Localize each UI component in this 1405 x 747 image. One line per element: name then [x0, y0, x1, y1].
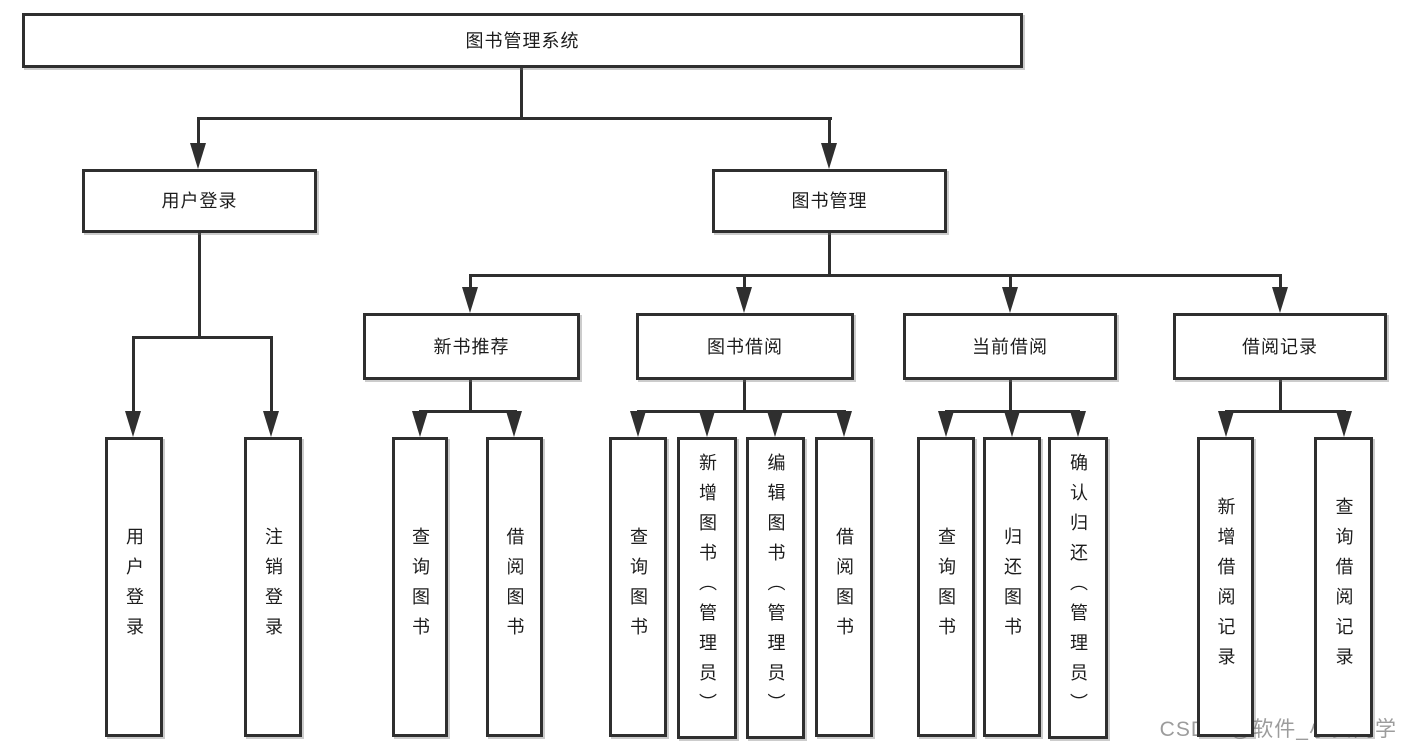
connector-line [132, 336, 273, 339]
node-label: 借阅图书 [834, 527, 854, 647]
node-cb-confirm-return: 确认归还（管理员） [1048, 437, 1108, 739]
node-label: 图书管理 [791, 191, 868, 211]
node-login: 用户登录 [105, 437, 163, 737]
node-label: 借阅图书 [504, 527, 525, 647]
node-bb-query-book: 查询图书 [609, 437, 667, 737]
node-book-borrow: 图书借阅 [636, 313, 854, 380]
arrowhead-icon [767, 411, 783, 437]
arrowhead-icon [699, 411, 715, 437]
connector-line [743, 274, 746, 287]
connector-line [743, 380, 746, 410]
node-br-add-record: 新增借阅记录 [1197, 437, 1254, 737]
node-label: 归还图书 [1002, 527, 1022, 647]
connector-line [828, 233, 831, 274]
connector-line [419, 410, 517, 413]
connector-line [1009, 274, 1012, 287]
node-br-query-record: 查询借阅记录 [1314, 437, 1373, 737]
connector-line [197, 117, 832, 120]
node-user-login: 用户登录 [82, 169, 317, 233]
node-bb-add-book: 新增图书（管理员） [677, 437, 737, 739]
arrowhead-icon [938, 411, 954, 437]
connector-line [1279, 380, 1282, 410]
connector-line [132, 336, 135, 413]
connector-line [270, 336, 273, 413]
arrowhead-icon [630, 411, 646, 437]
connector-line [1279, 274, 1282, 287]
arrowhead-icon [125, 411, 141, 437]
arrowhead-icon [821, 143, 837, 169]
arrowhead-icon [190, 143, 206, 169]
connector-line [469, 380, 472, 410]
node-label: 用户登录 [161, 191, 238, 211]
node-cb-query-book: 查询图书 [917, 437, 975, 737]
node-label: 当前借阅 [972, 336, 1048, 357]
arrowhead-icon [263, 411, 279, 437]
arrowhead-icon [1336, 411, 1352, 437]
node-label: 编辑图书（管理员） [765, 453, 786, 723]
node-label: 确认归还（管理员） [1068, 453, 1088, 723]
node-new-book-rec: 新书推荐 [363, 313, 580, 380]
connector-line [1009, 380, 1012, 410]
connector-line [520, 68, 523, 117]
node-label: 新书推荐 [433, 336, 510, 357]
node-label: 注销登录 [263, 527, 283, 647]
node-logout: 注销登录 [244, 437, 302, 737]
arrowhead-icon [462, 287, 478, 313]
node-root: 图书管理系统 [22, 13, 1023, 68]
node-label: 新增图书（管理员） [697, 453, 717, 723]
arrowhead-icon [1002, 287, 1018, 313]
node-label: 查询图书 [936, 527, 956, 647]
connector-line [1225, 410, 1346, 413]
connector-line [469, 274, 1281, 277]
arrowhead-icon [1272, 287, 1288, 313]
connector-line [198, 233, 201, 336]
node-bb-borrow-book: 借阅图书 [815, 437, 873, 737]
arrowhead-icon [836, 411, 852, 437]
node-bb-edit-book: 编辑图书（管理员） [746, 437, 805, 739]
arrowhead-icon [1070, 411, 1086, 437]
connector-line [469, 274, 472, 287]
node-rec-borrow-book: 借阅图书 [486, 437, 543, 737]
node-label: 图书管理系统 [465, 30, 580, 51]
node-rec-query-book: 查询图书 [392, 437, 448, 737]
node-cb-return-book: 归还图书 [983, 437, 1041, 737]
arrowhead-icon [1004, 411, 1020, 437]
node-label: 图书借阅 [707, 336, 783, 357]
node-book-mgmt: 图书管理 [712, 169, 947, 233]
connector-line [828, 117, 831, 143]
arrowhead-icon [506, 411, 522, 437]
connector-line [637, 410, 846, 413]
node-label: 查询图书 [628, 527, 648, 647]
node-label: 用户登录 [124, 527, 144, 647]
arrowhead-icon [736, 287, 752, 313]
node-current-borrow: 当前借阅 [903, 313, 1117, 380]
node-label: 查询借阅记录 [1333, 497, 1354, 677]
arrowhead-icon [412, 411, 428, 437]
node-borrow-records: 借阅记录 [1173, 313, 1387, 380]
connector-line [197, 117, 200, 143]
node-label: 新增借阅记录 [1215, 497, 1236, 677]
arrowhead-icon [1218, 411, 1234, 437]
node-label: 查询图书 [410, 527, 430, 647]
node-label: 借阅记录 [1242, 336, 1318, 357]
